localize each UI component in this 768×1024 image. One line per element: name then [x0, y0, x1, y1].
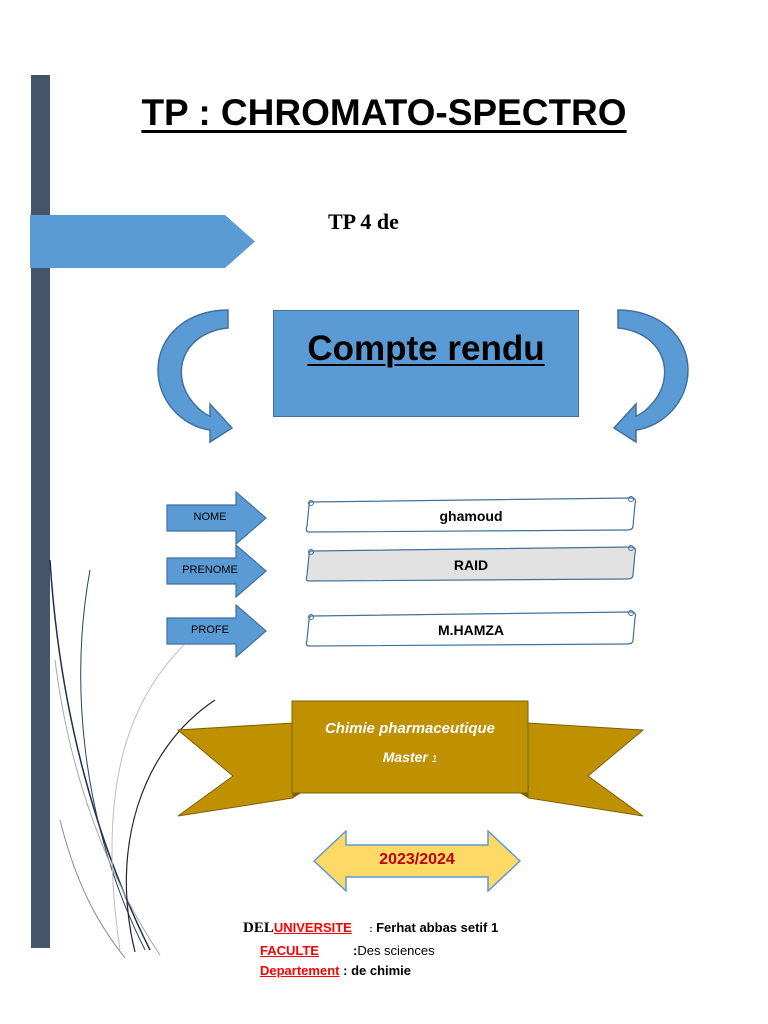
footer-university-value: Ferhat abbas setif 1 — [376, 920, 499, 935]
label-arrow-prenome — [166, 544, 267, 598]
banner-program-name: Chimie pharmaceutique — [324, 720, 496, 737]
label-arrow-profe — [166, 604, 267, 658]
label-arrow-nome — [166, 491, 267, 545]
banner-master-label: Master — [382, 749, 428, 765]
program-banner — [176, 700, 645, 817]
banner-level-number: 1 — [431, 754, 438, 765]
footer-faculty-label: FACULTE — [260, 943, 319, 958]
ribbon-arrow-shape — [30, 215, 255, 268]
footer-faculty-sep: : — [352, 943, 358, 958]
field-value-profe: M.HAMZA — [437, 622, 505, 638]
field-label-nome: NOME — [193, 511, 227, 523]
page-title: TP : CHROMATO-SPECTRO — [141, 92, 627, 133]
footer-department-label: Departement — [260, 963, 340, 978]
field-label-profe: PROFE — [191, 624, 229, 636]
footer-department-line: Departement : de chimie — [241, 963, 411, 978]
field-value-nome: ghamoud — [439, 508, 503, 524]
footer-university-line: DELUNIVERSITE : Ferhat abbas setif 1 — [243, 920, 498, 937]
footer-university-label: UNIVERSITE — [273, 920, 352, 935]
sidebar-bar — [31, 75, 50, 948]
footer-department-value: de chimie — [351, 963, 412, 978]
footer-faculty-value: Des sciences — [357, 943, 435, 958]
scroll-field-prenome — [305, 545, 637, 582]
decorative-lines — [49, 559, 216, 959]
scroll-field-nome — [305, 496, 637, 533]
scroll-field-profe — [305, 610, 637, 647]
footer-department-sep: : — [343, 963, 348, 978]
footer-prefix: DEL — [243, 920, 274, 936]
academic-year: 2023/2024 — [379, 851, 455, 868]
report-title: Compte rendu — [307, 329, 545, 368]
footer-faculty-line: FACULTE:Des sciences — [260, 943, 435, 958]
curved-arrow-right-icon — [612, 309, 689, 444]
report-title-box: Compte rendu — [273, 310, 579, 417]
tp-number-label: TP 4 de — [328, 209, 399, 234]
field-value-prenome: RAID — [453, 557, 489, 573]
curved-arrow-left-icon — [157, 309, 234, 444]
banner-program-level: Master 1 — [292, 749, 528, 765]
field-label-prenome: PRENOME — [182, 564, 238, 576]
year-double-arrow — [312, 830, 522, 892]
footer-university-sep: : — [369, 924, 373, 934]
